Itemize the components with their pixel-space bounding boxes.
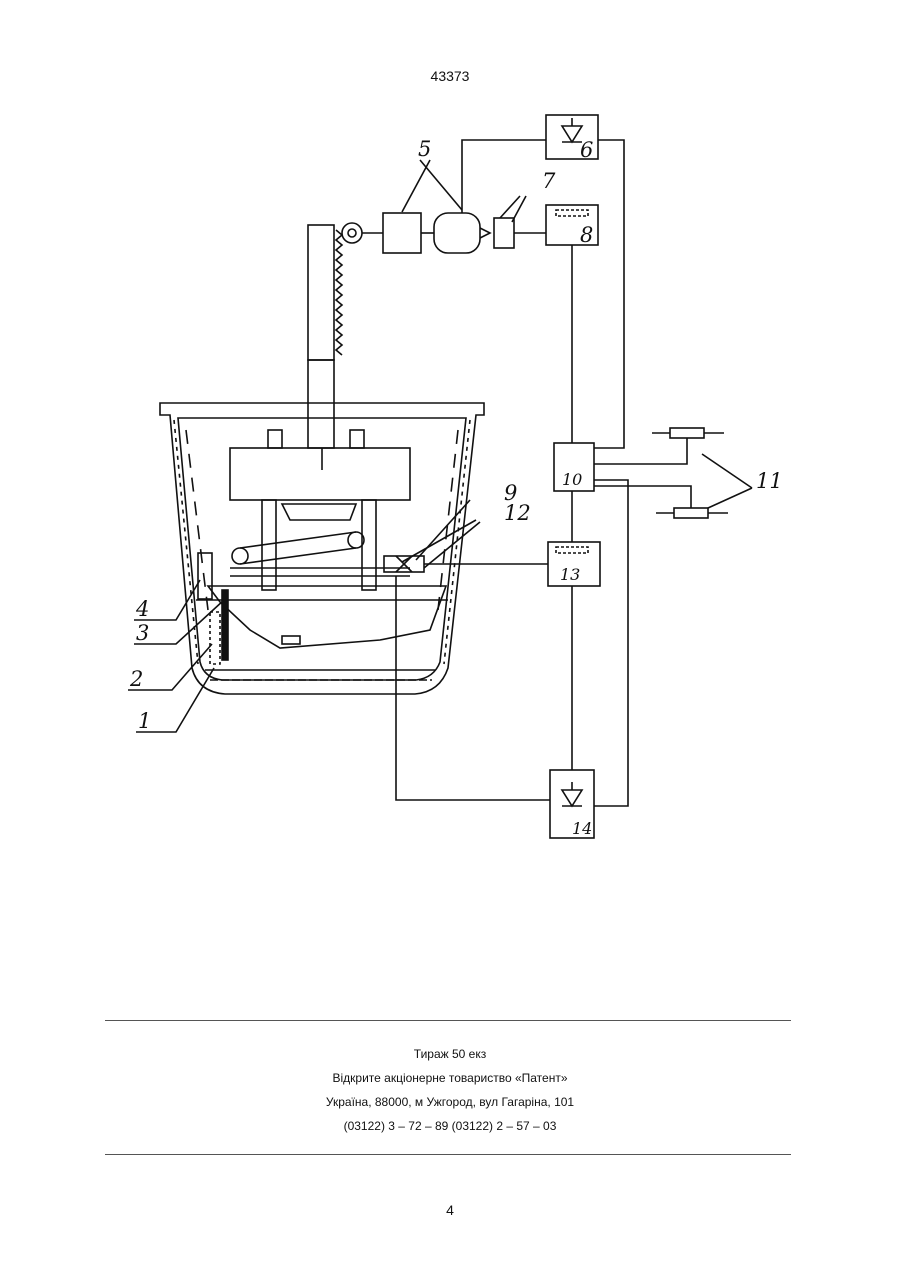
plate-lug-right [350, 430, 364, 448]
label-8: 8 [580, 223, 593, 247]
pinion-gear [342, 223, 362, 243]
display-8 [556, 210, 588, 216]
frame-bracket [282, 504, 356, 520]
page-number: 4 [0, 1202, 900, 1218]
rack-teeth [336, 230, 342, 355]
press-plate [230, 448, 410, 500]
thyristor-6-icon [562, 118, 582, 142]
wire-6-10 [594, 140, 624, 448]
label-7: 7 [542, 169, 556, 193]
display-13 [556, 547, 588, 553]
wire-10-14 [594, 480, 628, 806]
leader-11b [708, 488, 752, 508]
crucible-body [208, 586, 446, 648]
address: Україна, 88000, м Ужгород, вул Гагаріна,… [0, 1090, 900, 1114]
resistor-11-bottom [674, 508, 708, 518]
pinion-hub [348, 229, 356, 237]
leader-7a [500, 196, 520, 218]
schematic-figure: 5 6 7 8 9 10 11 12 13 14 4 3 2 1 [0, 100, 900, 860]
footer-rule-top [105, 1020, 791, 1021]
arm-bottom [240, 548, 356, 564]
label-3: 3 [136, 621, 149, 645]
wire-11a-10 [594, 438, 687, 464]
motor-5 [434, 213, 480, 253]
motor-shaft [480, 228, 490, 238]
document-number: 43373 [0, 68, 900, 84]
phones: (03122) 3 – 72 – 89 (03122) 2 – 57 – 03 [0, 1114, 900, 1138]
plate-lug-left [268, 430, 282, 448]
label-12: 12 [504, 501, 531, 525]
probe-4 [198, 553, 212, 599]
column-upper [308, 225, 334, 360]
publisher: Відкрите акціонерне товариство «Патент» [0, 1066, 900, 1090]
label-14: 14 [572, 819, 592, 838]
footer-rule-bottom [105, 1154, 791, 1155]
crucible-tab [282, 636, 300, 644]
label-10: 10 [562, 470, 582, 489]
imprint-block: Тираж 50 екз Відкрите акціонерне товарис… [0, 1042, 900, 1138]
label-1: 1 [138, 709, 151, 733]
leader-5b [402, 160, 430, 212]
thyristor-14-icon [562, 782, 582, 806]
label-11: 11 [756, 469, 783, 493]
vessel-outline [160, 403, 484, 694]
layer-2 [210, 612, 220, 664]
resistor-11-top [670, 428, 704, 438]
label-4: 4 [135, 597, 149, 621]
tacho-7 [494, 218, 514, 248]
leader-11a [702, 454, 752, 488]
leader-9 [416, 500, 470, 560]
label-6: 6 [580, 138, 593, 162]
arm-top [240, 532, 356, 548]
wire-11b-10 [594, 486, 691, 508]
patent-drawing: 5 6 7 8 9 10 11 12 13 14 4 3 2 1 [0, 100, 900, 860]
wire-14-valve [396, 576, 550, 800]
arm-pivot-left [232, 548, 248, 564]
right-wall-hatch [444, 420, 470, 664]
label-5: 5 [418, 137, 431, 161]
print-run: Тираж 50 екз [0, 1042, 900, 1066]
gearbox-5 [383, 213, 421, 253]
leader-7b [512, 196, 526, 222]
label-2: 2 [129, 667, 143, 691]
wire-6-motor [462, 140, 546, 213]
column-lower [308, 360, 334, 448]
label-13: 13 [560, 565, 580, 584]
